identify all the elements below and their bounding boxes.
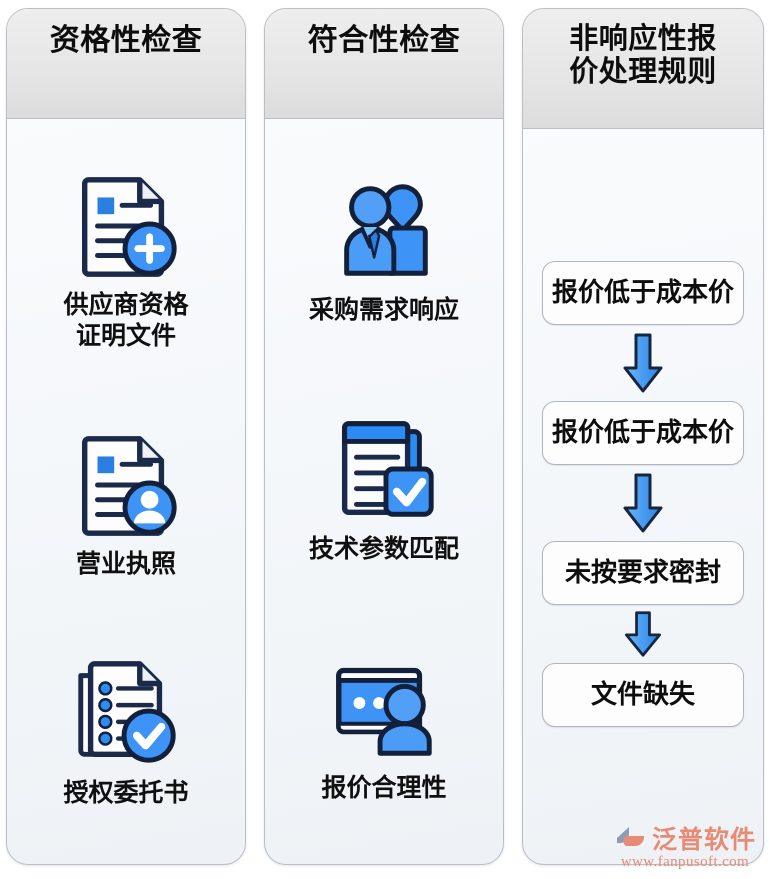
flow-step-3[interactable]: 未按要求密封 xyxy=(542,540,744,605)
feature-price-rationality[interactable]: 报价合理性 xyxy=(321,649,447,804)
feature-power-of-attorney[interactable]: 授权委托书 xyxy=(63,654,189,809)
feature-supplier-qualification[interactable]: 供应商资格 证明文件 xyxy=(63,166,189,351)
feature-procurement-response-label: 采购需求响应 xyxy=(308,296,459,325)
feature-price-rationality-label: 报价合理性 xyxy=(321,774,447,803)
down-arrow-icon xyxy=(623,333,663,392)
column-nonresponsive-rules-body: 报价低于成本价 报价低于成本价 xyxy=(523,129,763,864)
feature-business-license-label: 营业执照 xyxy=(75,550,176,579)
document-person-icon xyxy=(81,436,177,537)
column-eligibility-body: 供应商资格 证明文件 营业执照 xyxy=(7,119,245,864)
column-eligibility-header: 资格性检查 xyxy=(7,9,245,119)
flow-step-1-label: 报价低于成本价 xyxy=(551,276,734,307)
flow-step-1[interactable]: 报价低于成本价 xyxy=(542,260,744,325)
rules-flow: 报价低于成本价 报价低于成本价 xyxy=(531,139,755,846)
flow-step-2-label: 报价低于成本价 xyxy=(551,416,734,447)
feature-business-license[interactable]: 营业执照 xyxy=(67,425,185,580)
feature-supplier-qualification-label: 供应商资格 证明文件 xyxy=(63,291,189,350)
flow-step-2[interactable]: 报价低于成本价 xyxy=(542,400,744,465)
feature-technical-match[interactable]: 技术参数匹配 xyxy=(309,410,459,565)
feature-technical-match-label: 技术参数匹配 xyxy=(308,535,459,564)
column-nonresponsive-rules-title: 非响应性报 价处理规则 xyxy=(569,23,717,89)
column-compliance-body: 采购需求响应 技术参数匹配 xyxy=(265,119,503,864)
down-arrow-icon xyxy=(623,473,663,532)
flow-step-3-label: 未按要求密封 xyxy=(564,556,721,587)
flow-step-4-label: 文件缺失 xyxy=(590,678,695,709)
document-plus-icon xyxy=(81,177,177,278)
column-compliance-title: 符合性检查 xyxy=(307,24,461,57)
down-arrow-icon xyxy=(625,610,661,657)
screen-person-icon xyxy=(336,668,432,756)
column-compliance-header: 符合性检查 xyxy=(265,9,503,119)
column-compliance: 符合性检查 采购需求响应 xyxy=(264,8,504,865)
feature-procurement-response[interactable]: 采购需求响应 xyxy=(309,171,459,326)
checklist-check-icon xyxy=(78,661,176,763)
column-eligibility: 资格性检查 xyxy=(6,8,246,865)
flow-step-4[interactable]: 文件缺失 xyxy=(542,662,744,727)
column-nonresponsive-rules: 非响应性报 价处理规则 报价低于成本价 xyxy=(522,8,764,865)
column-nonresponsive-rules-header: 非响应性报 价处理规则 xyxy=(523,9,763,129)
documents-check-icon xyxy=(341,421,434,517)
column-eligibility-title: 资格性检查 xyxy=(49,24,203,57)
two-people-icon xyxy=(344,184,428,276)
feature-power-of-attorney-label: 授权委托书 xyxy=(63,779,189,808)
